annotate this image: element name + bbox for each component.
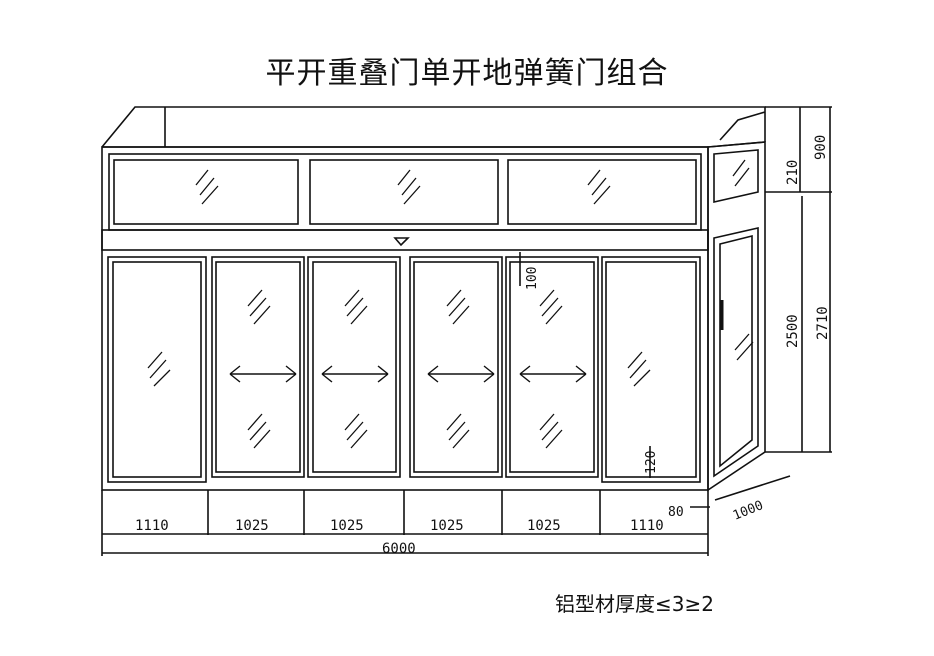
dim-rail-height: 100	[525, 267, 540, 290]
dim-total-width: 6000	[382, 541, 416, 557]
top-frame	[101, 106, 766, 148]
dim-depth: 1000	[731, 498, 766, 524]
dim-right-top: 900	[813, 135, 829, 160]
dim-right-door: 2500	[785, 314, 801, 348]
dim-jamb: 80	[668, 505, 684, 520]
dim-width-4: 1025	[430, 518, 464, 534]
door-leaf-3	[307, 256, 401, 478]
transom-panel-1	[113, 159, 299, 225]
sliding-arrows	[229, 365, 587, 383]
dimension-lines-bottom	[101, 490, 709, 556]
door-leaf-6	[601, 256, 701, 483]
transom-panel-2	[309, 159, 499, 225]
dim-right-total: 2710	[815, 306, 831, 340]
glass-hatch-marks	[147, 159, 754, 449]
drawing-title: 平开重叠门单开地弹簧门组合	[265, 56, 669, 91]
rail-marker-icon	[393, 237, 410, 247]
door-leaf-1	[107, 256, 207, 483]
dim-width-3: 1025	[330, 518, 364, 534]
door-leaf-5	[505, 256, 599, 478]
door-leaf-2	[211, 256, 305, 478]
dim-right-transom: 210	[785, 160, 801, 185]
dim-bottom-rail: 120	[644, 451, 659, 474]
front-frame	[101, 146, 709, 491]
side-door	[707, 141, 766, 492]
dimension-lines-right	[765, 106, 832, 453]
door-leaf-4	[409, 256, 503, 478]
dim-width-1: 1110	[135, 518, 169, 534]
dim-width-6: 1110	[630, 518, 664, 534]
dim-width-5: 1025	[527, 518, 561, 534]
transom-panel-3	[507, 159, 697, 225]
dim-width-2: 1025	[235, 518, 269, 534]
material-thickness-note: 铝型材厚度≤3≥2	[555, 592, 714, 616]
